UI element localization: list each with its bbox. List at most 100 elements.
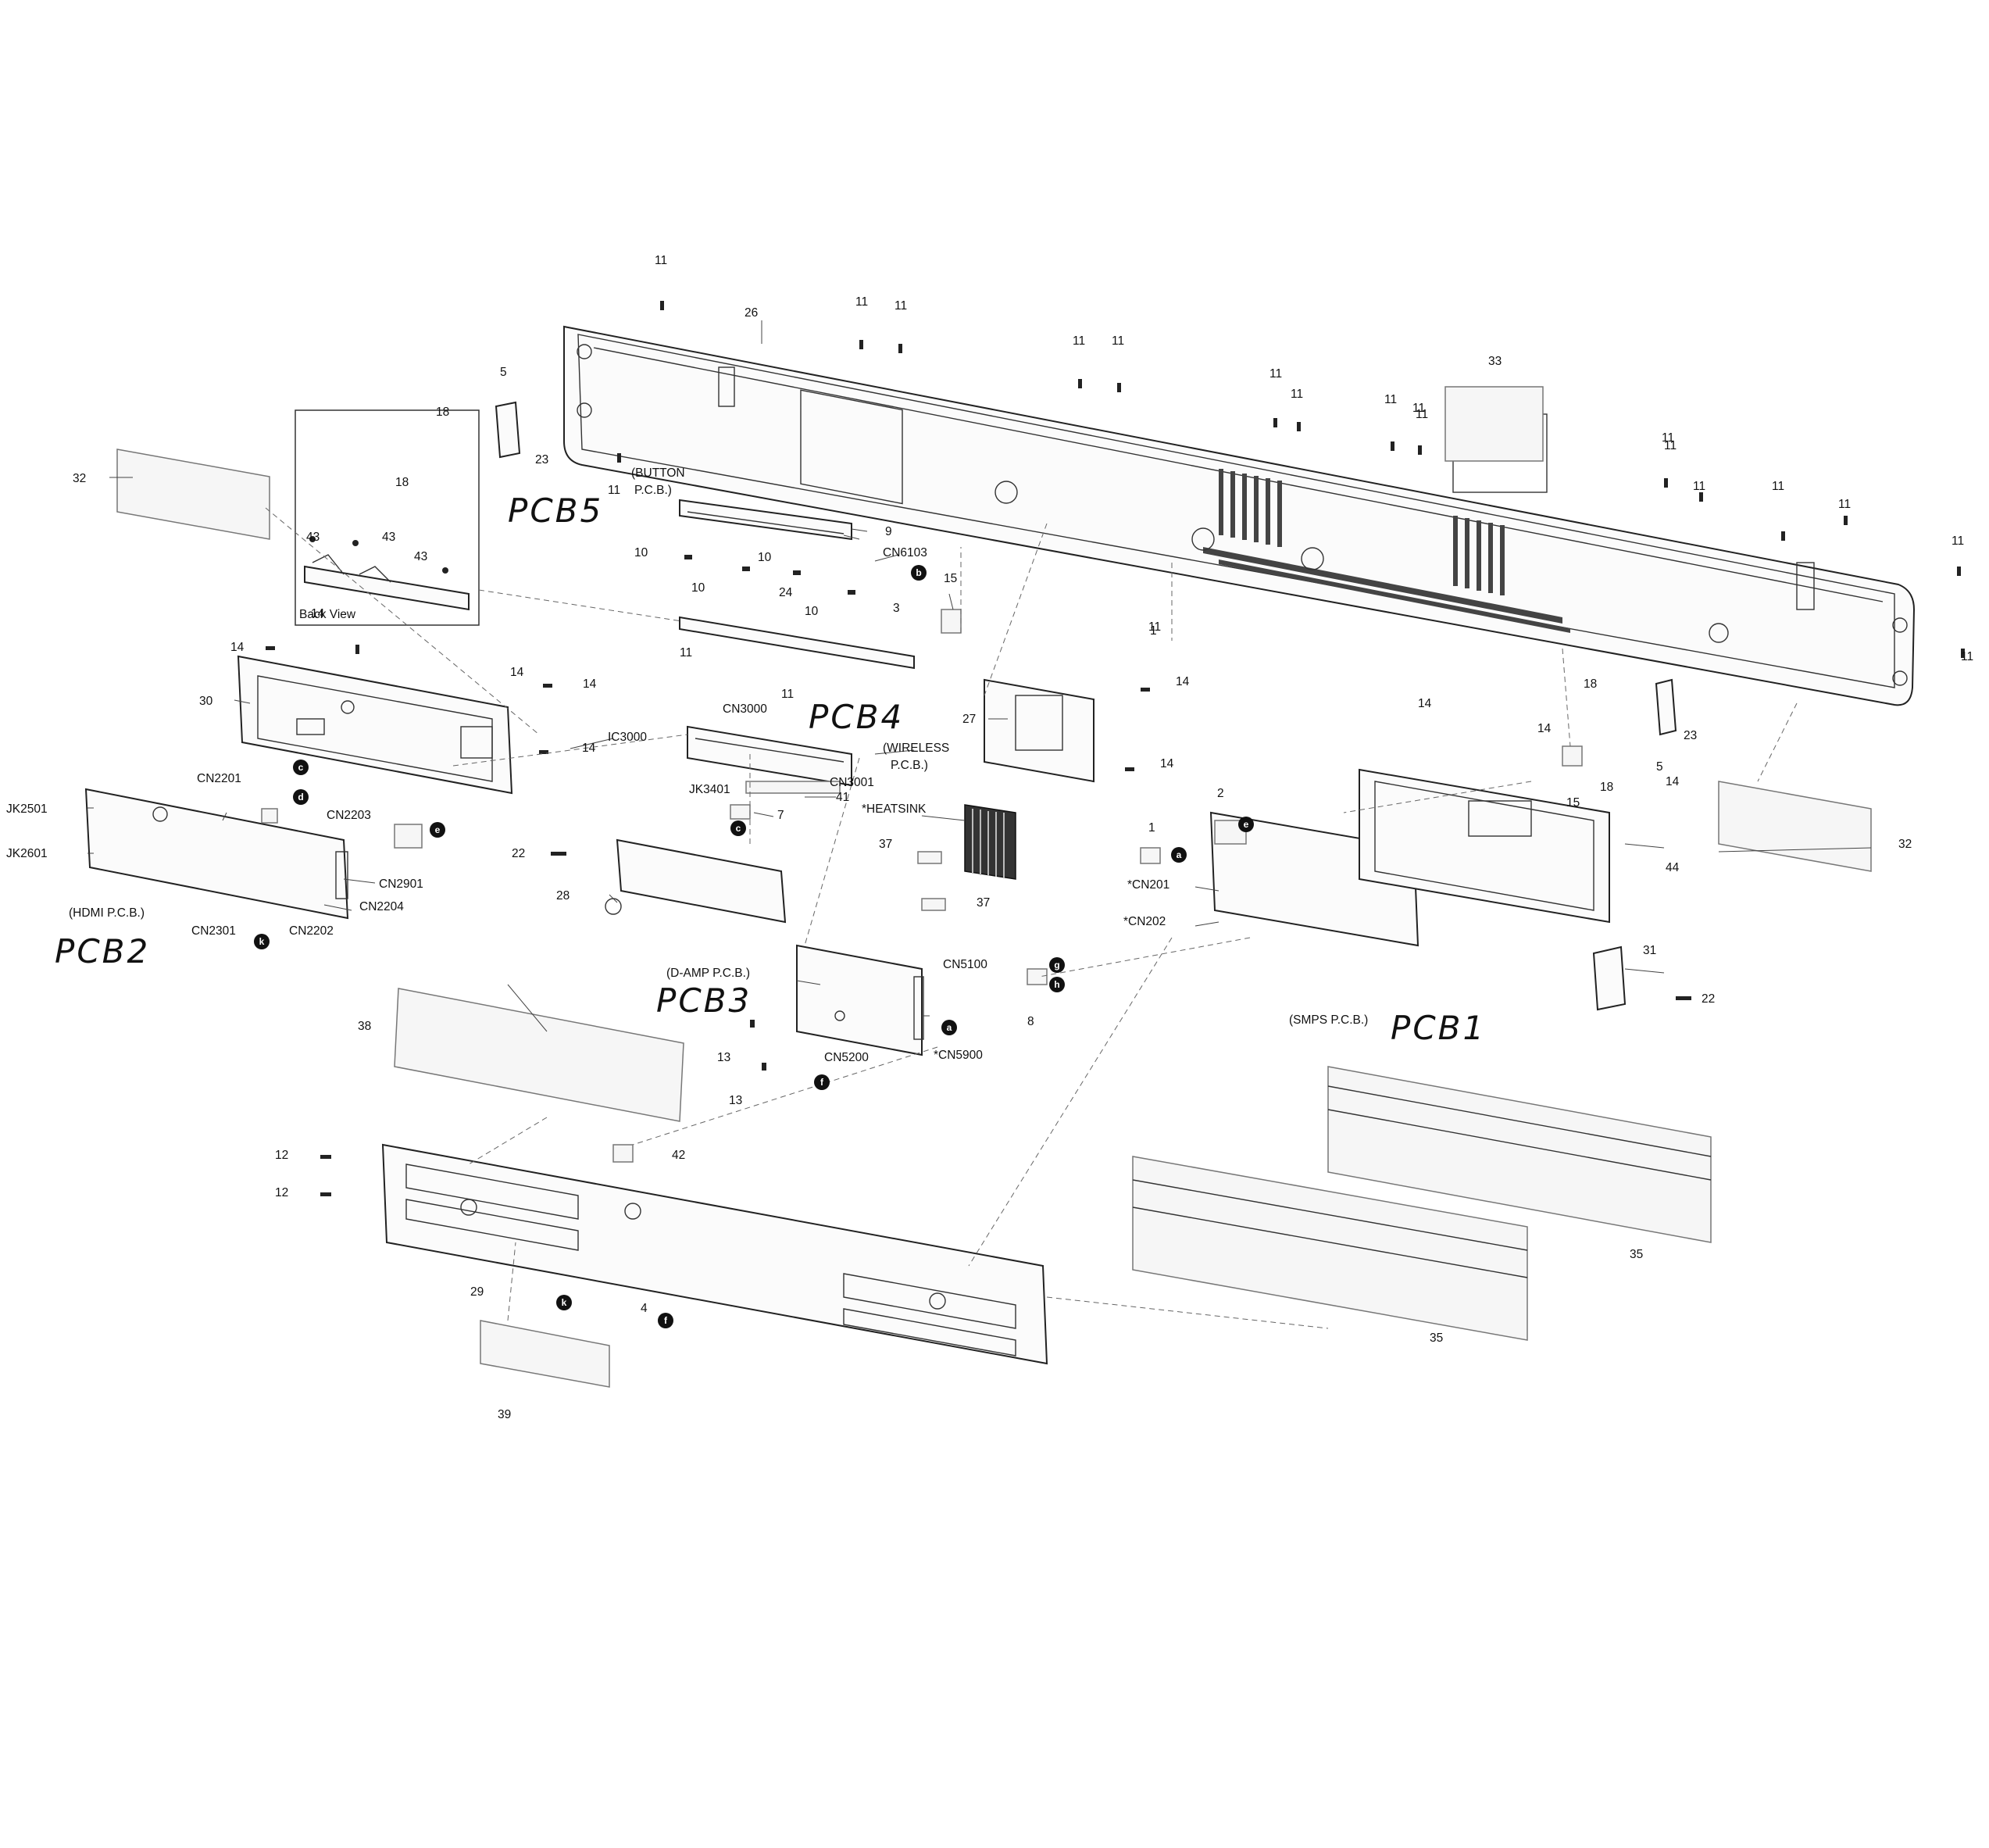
part-33-pad bbox=[1444, 386, 1544, 462]
part-24-bracket bbox=[679, 616, 915, 670]
connector-cn2203-block bbox=[394, 824, 423, 849]
front-cabinet bbox=[563, 325, 1916, 706]
label-44: 44 bbox=[1666, 861, 1680, 874]
screw-14a bbox=[266, 646, 275, 650]
part-15-right-block bbox=[1562, 745, 1583, 767]
handwritten-pcb5: PCB5 bbox=[508, 491, 603, 530]
part-15-block bbox=[941, 609, 962, 634]
label-11: 11 bbox=[1148, 620, 1161, 634]
label-14: 14 bbox=[1537, 722, 1552, 735]
label-42: 42 bbox=[672, 1149, 685, 1162]
label-14: 14 bbox=[311, 607, 325, 620]
label-5: 5 bbox=[500, 366, 507, 379]
label-39: 39 bbox=[498, 1408, 511, 1421]
svg-text:g: g bbox=[1054, 960, 1059, 970]
button-pcb-label-line2: P.C.B.) bbox=[634, 484, 672, 497]
label-43: 43 bbox=[306, 531, 320, 544]
cn2203-label: CN2203 bbox=[327, 809, 371, 822]
cn2901-label: CN2901 bbox=[379, 878, 423, 891]
label-26: 26 bbox=[745, 306, 758, 320]
label-11: 11 bbox=[1416, 408, 1428, 421]
cabinet-bottom-vents bbox=[1203, 547, 1570, 633]
label-23: 23 bbox=[1684, 729, 1697, 742]
leader-lines bbox=[87, 320, 1872, 1032]
label-2: 2 bbox=[1217, 787, 1224, 800]
label-33: 33 bbox=[1488, 355, 1502, 368]
badge-d-1: d bbox=[293, 789, 309, 805]
part-5-left-bracket bbox=[495, 401, 521, 459]
handwritten-pcb1: PCB1 bbox=[1391, 1009, 1486, 1047]
svg-text:f: f bbox=[664, 1315, 668, 1326]
left-chassis-30 bbox=[237, 655, 513, 795]
jk3401-label: JK3401 bbox=[689, 783, 730, 796]
hdmi-pcb-label: (HDMI P.C.B.) bbox=[69, 906, 145, 920]
label-41: 41 bbox=[836, 791, 849, 804]
cabinet-screws bbox=[617, 301, 1965, 658]
svg-text:e: e bbox=[1244, 819, 1249, 830]
button-pcb bbox=[679, 499, 852, 541]
cn3001-label: CN3001 bbox=[830, 776, 874, 789]
screw-14f bbox=[1125, 767, 1134, 771]
label-11: 11 bbox=[895, 299, 907, 313]
label-15: 15 bbox=[1566, 796, 1580, 810]
label-23: 23 bbox=[535, 453, 548, 466]
label-24: 24 bbox=[779, 586, 793, 599]
badge-g-1: g bbox=[1049, 957, 1065, 973]
label-32: 32 bbox=[73, 472, 86, 485]
label-5: 5 bbox=[1656, 760, 1663, 774]
svg-text:c: c bbox=[298, 762, 304, 773]
label-9: 9 bbox=[885, 525, 892, 538]
label-11: 11 bbox=[1961, 650, 1973, 663]
label-35: 35 bbox=[1430, 1331, 1443, 1345]
damp-pcb bbox=[796, 944, 923, 1056]
label-14: 14 bbox=[1418, 697, 1432, 710]
badge-e-2: e bbox=[1238, 817, 1254, 832]
label-28: 28 bbox=[556, 889, 570, 903]
cn2201-label: CN2201 bbox=[197, 772, 241, 785]
label-14: 14 bbox=[230, 641, 245, 654]
label-12: 12 bbox=[275, 1149, 288, 1162]
label-11: 11 bbox=[1838, 498, 1851, 511]
label-4: 4 bbox=[641, 1302, 648, 1315]
label-11: 11 bbox=[1412, 402, 1425, 415]
badge-k-1: k bbox=[254, 934, 270, 949]
label-13: 13 bbox=[717, 1051, 730, 1064]
label-18: 18 bbox=[395, 476, 409, 489]
part-38-sheet bbox=[394, 988, 684, 1122]
heatsink-label: *HEATSINK bbox=[862, 802, 927, 816]
label-11: 11 bbox=[1952, 534, 1964, 548]
label-18: 18 bbox=[1600, 781, 1613, 794]
badge-c-2: c bbox=[730, 820, 746, 836]
handwritten-annotations: PCB5 PCB4 PCB2 PCB3 PCB1 bbox=[55, 491, 1486, 1047]
cn201-label: *CN201 bbox=[1127, 878, 1169, 892]
screw-22-left bbox=[551, 852, 566, 856]
label-11: 11 bbox=[680, 646, 692, 659]
cn2204-label: CN2204 bbox=[359, 900, 404, 913]
label-1: 1 bbox=[1148, 821, 1155, 835]
handwritten-pcb2: PCB2 bbox=[55, 932, 150, 970]
part-number-labels: 11 11 11 11 11 11 11 11 11 11 11 11 11 1… bbox=[73, 254, 1973, 1421]
screw-22-right bbox=[1676, 996, 1691, 1000]
part-32-right-pad bbox=[1718, 781, 1872, 872]
jk2601-label: JK2601 bbox=[6, 847, 48, 860]
cn5100-label: CN5100 bbox=[943, 958, 987, 971]
label-10: 10 bbox=[758, 551, 772, 564]
svg-text:k: k bbox=[259, 936, 265, 947]
button-pcb-label-line1: (BUTTON bbox=[631, 466, 685, 480]
part-27-bracket bbox=[984, 678, 1094, 783]
cn2301-label: CN2301 bbox=[191, 924, 236, 938]
label-29: 29 bbox=[470, 1285, 484, 1299]
label-18: 18 bbox=[436, 406, 449, 419]
cn202-label: *CN202 bbox=[1123, 915, 1166, 928]
badge-a-1: a bbox=[1171, 847, 1187, 863]
badge-k-2: k bbox=[556, 1295, 572, 1310]
label-11: 11 bbox=[655, 254, 667, 267]
part-35-lower-plate bbox=[1132, 1156, 1528, 1341]
label-11: 11 bbox=[1384, 393, 1397, 406]
label-11: 11 bbox=[1073, 334, 1085, 348]
wireless-pcb-label-line1: (WIRELESS bbox=[883, 742, 949, 755]
label-11: 11 bbox=[1664, 439, 1677, 452]
bottom-frame-29 bbox=[381, 1143, 1048, 1365]
screw-14c bbox=[543, 684, 552, 688]
cabinet-vents-left bbox=[1219, 469, 1282, 547]
